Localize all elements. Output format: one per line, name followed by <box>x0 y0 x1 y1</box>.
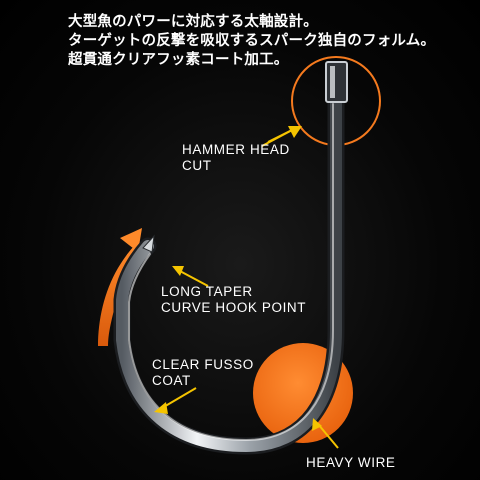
clear-fusso-label-1: CLEAR FUSSO <box>152 357 254 372</box>
long-taper-callout: LONG TAPER CURVE HOOK POINT <box>161 284 306 316</box>
heavy-wire-arrow <box>312 418 322 431</box>
heavy-wire-callout: HEAVY WIRE <box>306 455 396 471</box>
intro-copy: 大型魚のパワーに対応する太軸設計。 ターゲットの反撃を吸収するスパーク独自のフォ… <box>68 12 468 69</box>
curve-point-arrowhead <box>120 228 142 252</box>
long-taper-label-1: LONG TAPER <box>161 284 253 299</box>
hook-shank <box>116 94 342 452</box>
hammer-head-arrow <box>288 126 302 138</box>
intro-line-1: 大型魚のパワーに対応する太軸設計。 <box>68 13 318 30</box>
curve-point-highlight <box>98 244 140 346</box>
hammer-head-callout: HAMMER HEAD CUT <box>182 142 290 174</box>
long-taper-label-2: CURVE HOOK POINT <box>161 300 307 315</box>
clear-fusso-label-2: COAT <box>152 373 191 388</box>
hammer-head-label-1: HAMMER HEAD <box>182 142 290 157</box>
long-taper-arrow <box>172 266 184 276</box>
intro-line-3: 超貫通クリアフッ素コート加工。 <box>68 51 289 68</box>
heavy-wire-label: HEAVY WIRE <box>306 455 396 470</box>
intro-line-2: ターゲットの反撃を吸収するスパーク独自のフォルム。 <box>68 32 436 49</box>
clear-fusso-arrow <box>154 402 168 414</box>
hammer-head-label-2: CUT <box>182 158 212 173</box>
hook-point <box>142 234 155 253</box>
clear-fusso-callout: CLEAR FUSSO COAT <box>152 357 254 389</box>
